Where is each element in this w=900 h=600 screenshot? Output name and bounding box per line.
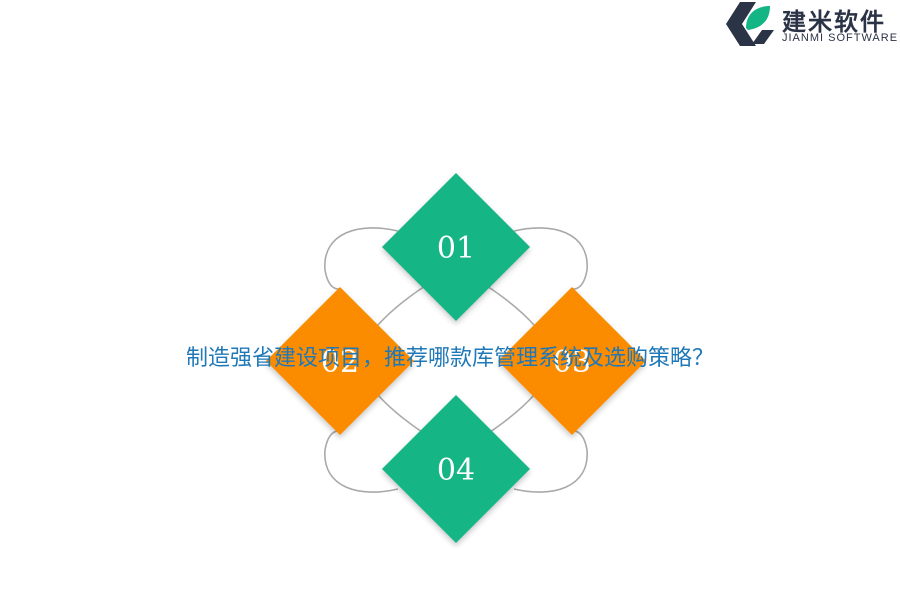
diamond-04: 04 [382,395,530,543]
inner-link-top-left [377,285,426,326]
diamond-02: 02 [266,287,414,435]
diamond-label: 02 [321,345,359,380]
diamond-label: 03 [553,345,591,380]
inner-link-top-right [486,285,535,326]
diamond-01: 01 [382,173,530,321]
diamond-shape [266,287,414,435]
jianmi-logo-icon [726,2,774,46]
connector-loops [324,227,588,493]
brand-name-en: JIANMI SOFTWARE [782,32,899,44]
brand-logo: 建米软件 JIANMI SOFTWARE [722,0,900,48]
diamond-label: 04 [437,453,475,488]
inner-link-bottom-left [377,394,426,435]
diamond-shape [382,173,530,321]
loop-top-right [513,227,588,290]
inner-link-bottom-right [486,394,535,435]
loop-top-left [324,227,399,290]
loop-bottom-right [513,430,588,493]
diamond-03: 03 [498,287,646,435]
brand-name-cn: 建米软件 [782,8,886,36]
diamond-shape [498,287,646,435]
loop-bottom-left [324,430,399,493]
page-title: 制造强省建设项目，推荐哪款库管理系统及选购策略？ [185,346,714,371]
diamond-shape [382,395,530,543]
diamond-label: 01 [437,231,475,266]
